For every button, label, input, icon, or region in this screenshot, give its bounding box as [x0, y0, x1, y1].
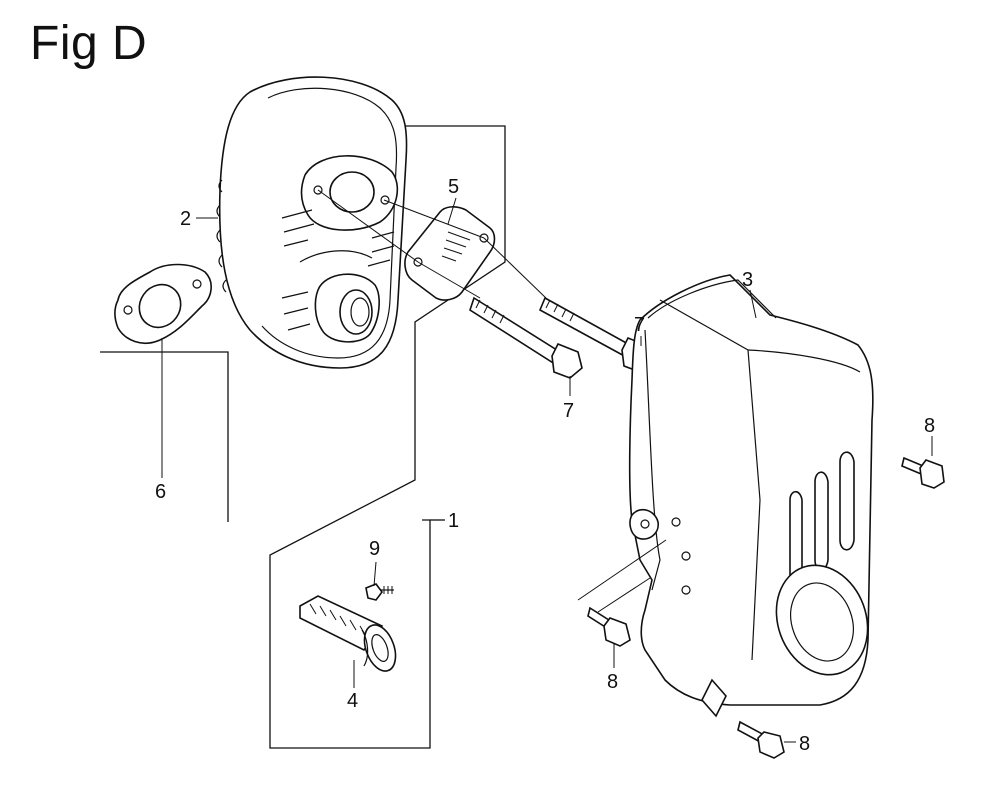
callout-6: 6 [155, 481, 166, 503]
callout-5: 5 [448, 176, 459, 198]
callout-8-bottom: 8 [799, 733, 810, 755]
muffler-protector-drawing [628, 274, 874, 718]
gasket-bracket [100, 351, 229, 522]
callout-7-upper: 7 [634, 314, 645, 336]
bolt-8-bottom [737, 720, 785, 759]
callout-8-middle: 8 [607, 671, 618, 693]
exhaust-plate-drawing [404, 206, 496, 301]
callout-leaders [161, 197, 933, 743]
callout-7-lower: 7 [563, 400, 574, 422]
muffler-body-drawing [216, 76, 408, 369]
spark-arrester-drawing [299, 595, 397, 672]
callout-2: 2 [180, 208, 191, 230]
assembly-leader-lines [317, 189, 549, 301]
bolt-8-middle [587, 606, 631, 647]
callout-4: 4 [347, 690, 358, 712]
bolt-7-lower [469, 296, 583, 379]
protector-leader-lines [577, 539, 667, 613]
callout-8-right: 8 [924, 415, 935, 437]
bolt-8-right [901, 456, 945, 489]
callout-3: 3 [742, 269, 753, 291]
callout-1: 1 [448, 510, 459, 532]
gasket-drawing [114, 263, 212, 344]
callout-9: 9 [369, 538, 380, 560]
screw-9-drawing [365, 583, 394, 601]
figure-title: Fig D [30, 17, 148, 70]
